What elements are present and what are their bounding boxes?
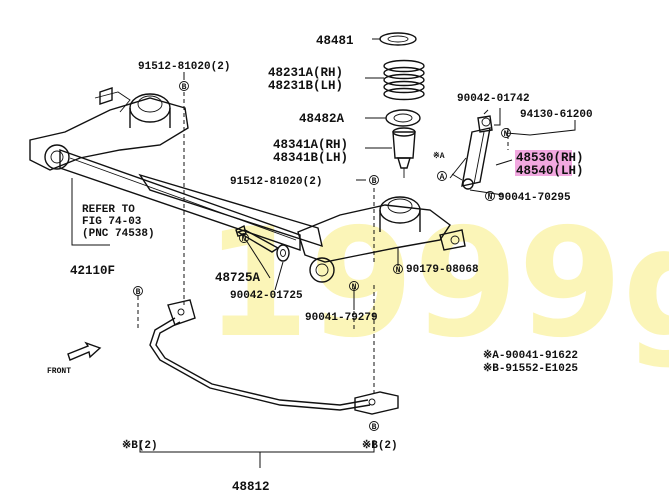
refer-line-3[interactable]: (PNC 74538) xyxy=(82,228,155,240)
marker-b-right-bar: B xyxy=(369,421,379,432)
part-suffix-lh: (LH) xyxy=(554,164,584,178)
part-label-48530[interactable]: 48530(RH) xyxy=(516,151,584,165)
coil-spring[interactable] xyxy=(383,59,425,101)
part-label-48231a[interactable]: 48231A(RH) xyxy=(268,66,343,80)
part-label-90042-01725[interactable]: 90042-01725 xyxy=(230,290,303,302)
part-label-48812[interactable]: 48812 xyxy=(232,480,270,494)
part-code-48530[interactable]: 48530 xyxy=(516,151,554,165)
note-a: ※A-90041-91622 xyxy=(483,349,578,362)
marker-b-top-left: B xyxy=(179,81,189,92)
svg-text:N: N xyxy=(242,235,247,244)
note-b: ※B-91552-E1025 xyxy=(483,362,578,375)
svg-text:N: N xyxy=(396,266,401,275)
marker-n-shock-bottom: N xyxy=(485,191,495,202)
part-label-48540[interactable]: 48540(LH) xyxy=(516,164,584,178)
marker-a-label: ※A xyxy=(433,151,445,161)
marker-b-right-label: ※B(2) xyxy=(362,439,398,452)
part-label-48481[interactable]: 48481 xyxy=(316,34,354,48)
part-label-91512-top[interactable]: 91512-81020(2) xyxy=(138,61,230,73)
svg-text:B: B xyxy=(136,288,141,297)
shock-absorber[interactable] xyxy=(461,109,493,190)
part-label-90041-70295[interactable]: 90041-70295 xyxy=(498,192,571,204)
marker-b-left-label: ※B(2) xyxy=(122,439,158,452)
watermark: 1999g xyxy=(205,197,669,371)
part-label-91512-mid[interactable]: 91512-81020(2) xyxy=(230,176,322,188)
refer-line-2[interactable]: FIG 74-03 xyxy=(82,216,142,228)
highlight-48530 xyxy=(515,150,572,163)
svg-text:N: N xyxy=(488,193,493,202)
marker-n-shock-top: N xyxy=(501,128,511,139)
front-arrow-icon xyxy=(67,341,102,361)
part-label-90041-79279[interactable]: 90041-79279 xyxy=(305,312,378,324)
spring-lower-insulator[interactable] xyxy=(385,109,421,127)
svg-text:A: A xyxy=(440,173,445,182)
marker-b-left-bar: B xyxy=(133,286,143,297)
marker-b-center: B xyxy=(369,175,379,186)
bump-stopper[interactable] xyxy=(392,127,416,178)
part-label-48341a[interactable]: 48341A(RH) xyxy=(273,138,348,152)
highlight-48540 xyxy=(515,163,572,176)
rear-axle-beam[interactable] xyxy=(29,87,466,283)
svg-text:B: B xyxy=(372,423,377,432)
part-suffix-rh: (RH) xyxy=(554,151,584,165)
svg-text:B: B xyxy=(182,83,187,92)
marker-n-hub: N xyxy=(393,264,403,275)
part-label-48482a[interactable]: 48482A xyxy=(299,112,345,126)
svg-text:B: B xyxy=(372,177,377,186)
part-label-90042-01742[interactable]: 90042-01742 xyxy=(457,93,530,105)
marker-a-shock: A xyxy=(437,171,447,182)
part-code-48540[interactable]: 48540 xyxy=(516,164,554,178)
marker-n-bushing: N xyxy=(349,281,359,292)
svg-text:N: N xyxy=(504,130,509,139)
refer-line-1[interactable]: REFER TO xyxy=(82,204,135,216)
part-label-42110f[interactable]: 42110F xyxy=(70,264,115,278)
part-label-90179[interactable]: 90179-08068 xyxy=(406,264,479,276)
spring-upper-insulator[interactable] xyxy=(379,32,417,46)
part-label-48231b[interactable]: 48231B(LH) xyxy=(268,79,343,93)
part-label-48341b[interactable]: 48341B(LH) xyxy=(273,151,348,165)
marker-n-bolt: N xyxy=(239,233,249,244)
front-label: FRONT xyxy=(47,367,71,376)
stabilizer-bar[interactable] xyxy=(149,299,399,415)
svg-text:N: N xyxy=(352,283,357,292)
part-label-94130[interactable]: 94130-61200 xyxy=(520,109,593,121)
part-label-48725a[interactable]: 48725A xyxy=(215,271,261,285)
